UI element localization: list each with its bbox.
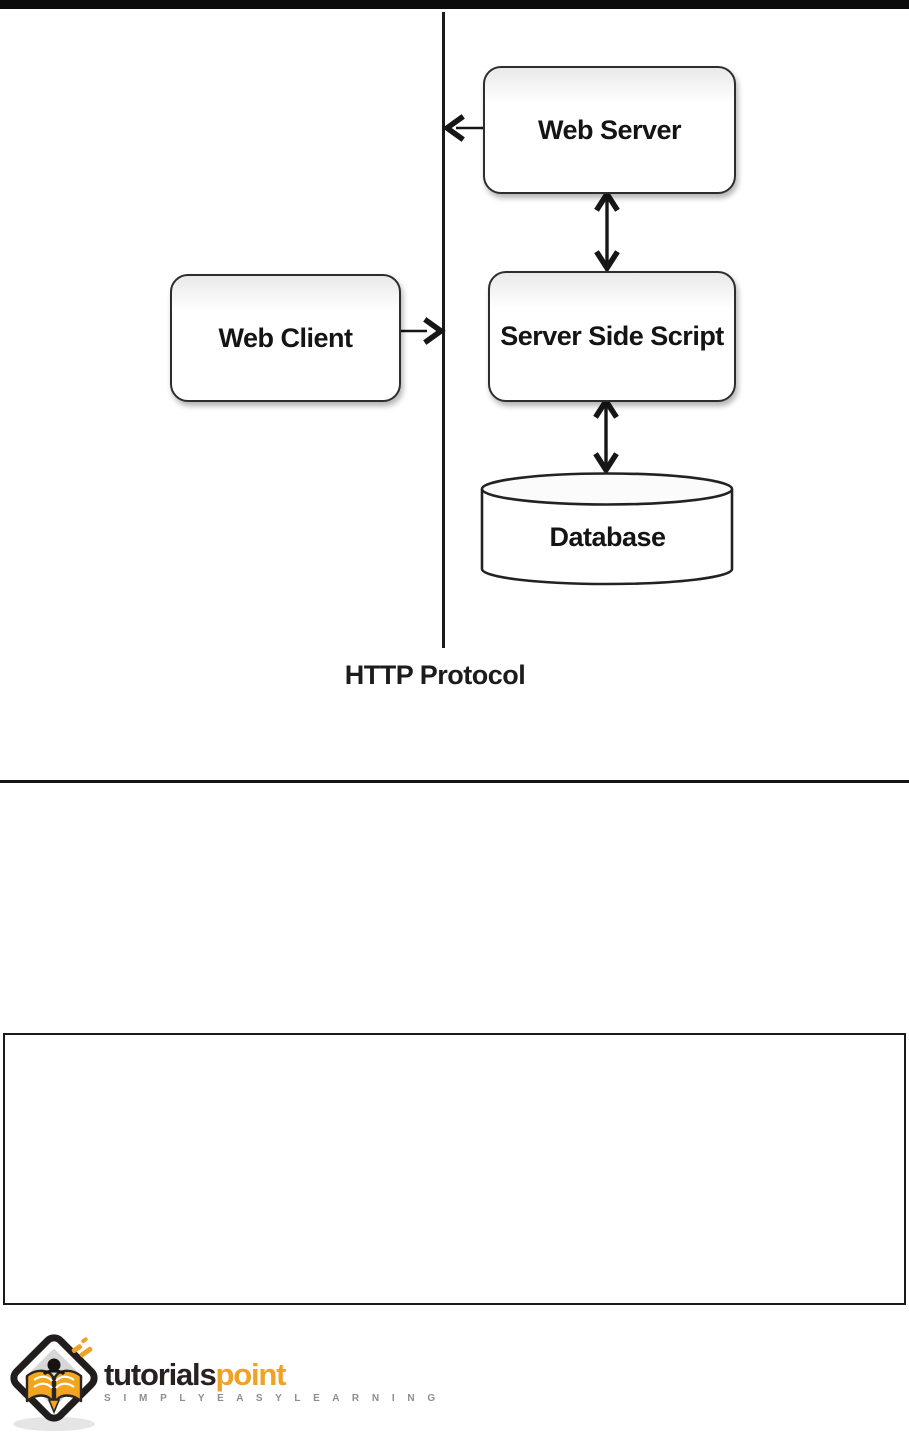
tutorialspoint-logo-text: tutorialspoint S I M P L Y E A S Y L E A… [104,1332,440,1404]
brand-tagline: S I M P L Y E A S Y L E A R N I N G [104,1393,441,1404]
brand-name: tutorialspoint [104,1359,440,1390]
web-server-node: Web Server [483,66,736,194]
arrow-web-client-to-protocol [397,317,446,345]
http-protocol-caption-text: HTTP Protocol [344,659,526,690]
web-client-label: Web Client [218,322,353,353]
tutorialspoint-logo: tutorialspoint S I M P L Y E A S Y L E A… [6,1332,440,1432]
page-top-border [0,0,909,9]
arrow-server-side-script-database [593,395,619,476]
tutorialspoint-logo-emblem-icon [10,1334,98,1431]
arrow-web-server-server-side-script [594,188,620,274]
architecture-diagram [397,12,734,648]
database-cylinder [480,472,734,586]
arrow-web-server-to-protocol [442,114,484,142]
web-server-label: Web Server [537,114,682,145]
section-divider [0,780,909,783]
code-block-placeholder [3,1033,906,1305]
brand-name-tutorials: tutorials [104,1357,217,1392]
database-node-label: Database [482,508,733,566]
server-side-script-node: Server Side Script [488,271,736,402]
brand-name-point: point [215,1357,287,1392]
server-side-script-label: Server Side Script [500,321,724,351]
database-label: Database [549,521,666,552]
web-client-node: Web Client [170,274,401,402]
http-protocol-caption: HTTP Protocol [330,658,540,692]
